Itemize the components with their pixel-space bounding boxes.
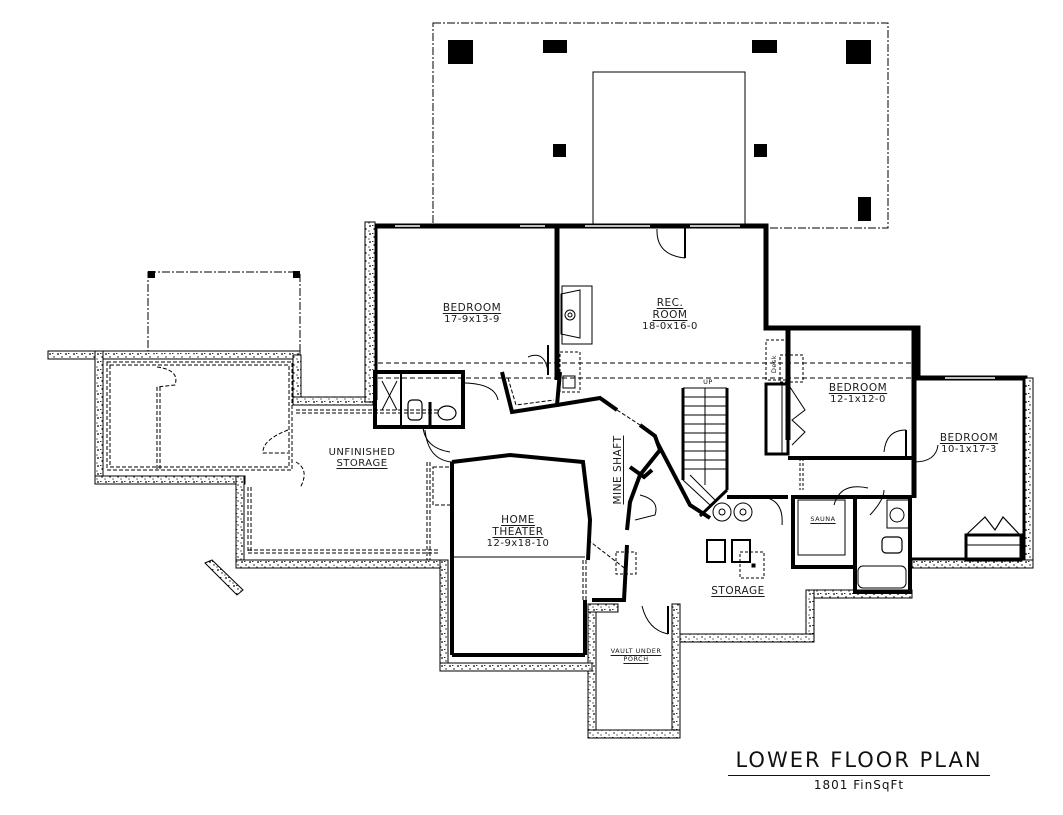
bedroom-3-closet xyxy=(913,444,1023,562)
plan-title: LOWER FLOOR PLAN xyxy=(728,748,990,776)
sauna-bath-2 xyxy=(791,486,912,594)
desk-niche xyxy=(765,339,804,383)
room-label-storage: STORAGE xyxy=(698,585,778,597)
vault-door xyxy=(641,605,669,635)
left-wing-dashed-walls xyxy=(106,361,454,560)
room-label-rec-room: REC. ROOM 18-0x16-0 xyxy=(630,297,710,332)
upper-deck-outline xyxy=(432,22,889,229)
room-label-mine-shaft: MINE SHAFT xyxy=(612,430,624,510)
room-name-line2: ROOM xyxy=(652,309,688,321)
rec-room-door xyxy=(656,228,686,259)
room-label-sauna: SAUNA xyxy=(803,515,843,523)
room-name-line1: REC. xyxy=(656,297,684,309)
room-name: BEDROOM xyxy=(939,432,999,444)
stairs-up-label: UP xyxy=(703,378,713,386)
room-dimensions: 17-9x13-9 xyxy=(444,314,500,325)
room-label-vault: VAULT UNDER PORCH xyxy=(603,647,669,663)
title-block: LOWER FLOOR PLAN 1801 FinSqFt xyxy=(728,748,990,792)
room-name: BEDROOM xyxy=(442,302,502,314)
room-dimensions: 18-0x16-0 xyxy=(642,321,698,332)
room-label-bedroom-1: BEDROOM 17-9x13-9 xyxy=(432,302,512,325)
desk-label: Desk xyxy=(770,354,778,374)
room-name-line2: THEATER xyxy=(492,526,544,538)
stairs xyxy=(681,387,788,518)
room-name: BEDROOM xyxy=(828,382,888,394)
room-name: SAUNA xyxy=(810,515,836,523)
windows xyxy=(152,225,995,565)
left-patio-outline xyxy=(147,271,301,355)
bedroom-2-closet xyxy=(764,382,912,490)
room-name: MINE SHAFT xyxy=(612,435,624,505)
room-name-line2: PORCH xyxy=(623,655,649,663)
mine-shaft-walls xyxy=(556,395,712,602)
room-dimensions: 12-1x12-0 xyxy=(830,394,886,405)
bath-1 xyxy=(373,370,499,453)
room-label-bedroom-3: BEDROOM 10-1x17-3 xyxy=(929,432,1009,455)
room-dimensions: 12-9x18-10 xyxy=(486,538,550,549)
room-name-line2: STORAGE xyxy=(336,458,388,469)
beam-lines xyxy=(378,362,912,379)
room-label-home-theater: HOME THEATER 12-9x18-10 xyxy=(478,514,558,549)
room-name-line1: VAULT UNDER xyxy=(610,647,662,655)
room-name: STORAGE xyxy=(711,585,765,597)
room-dimensions: 10-1x17-3 xyxy=(941,444,997,455)
home-theater-walls xyxy=(424,429,593,657)
bar-area xyxy=(500,285,593,415)
room-label-unfinished-storage: UNFINISHED STORAGE xyxy=(318,447,406,469)
plan-square-footage: 1801 FinSqFt xyxy=(813,778,905,792)
room-name-line1: HOME xyxy=(501,514,535,526)
room-label-bedroom-2: BEDROOM 12-1x12-0 xyxy=(818,382,898,405)
mechanical-equipment xyxy=(706,496,783,579)
room-name-line1: UNFINISHED xyxy=(328,447,396,458)
